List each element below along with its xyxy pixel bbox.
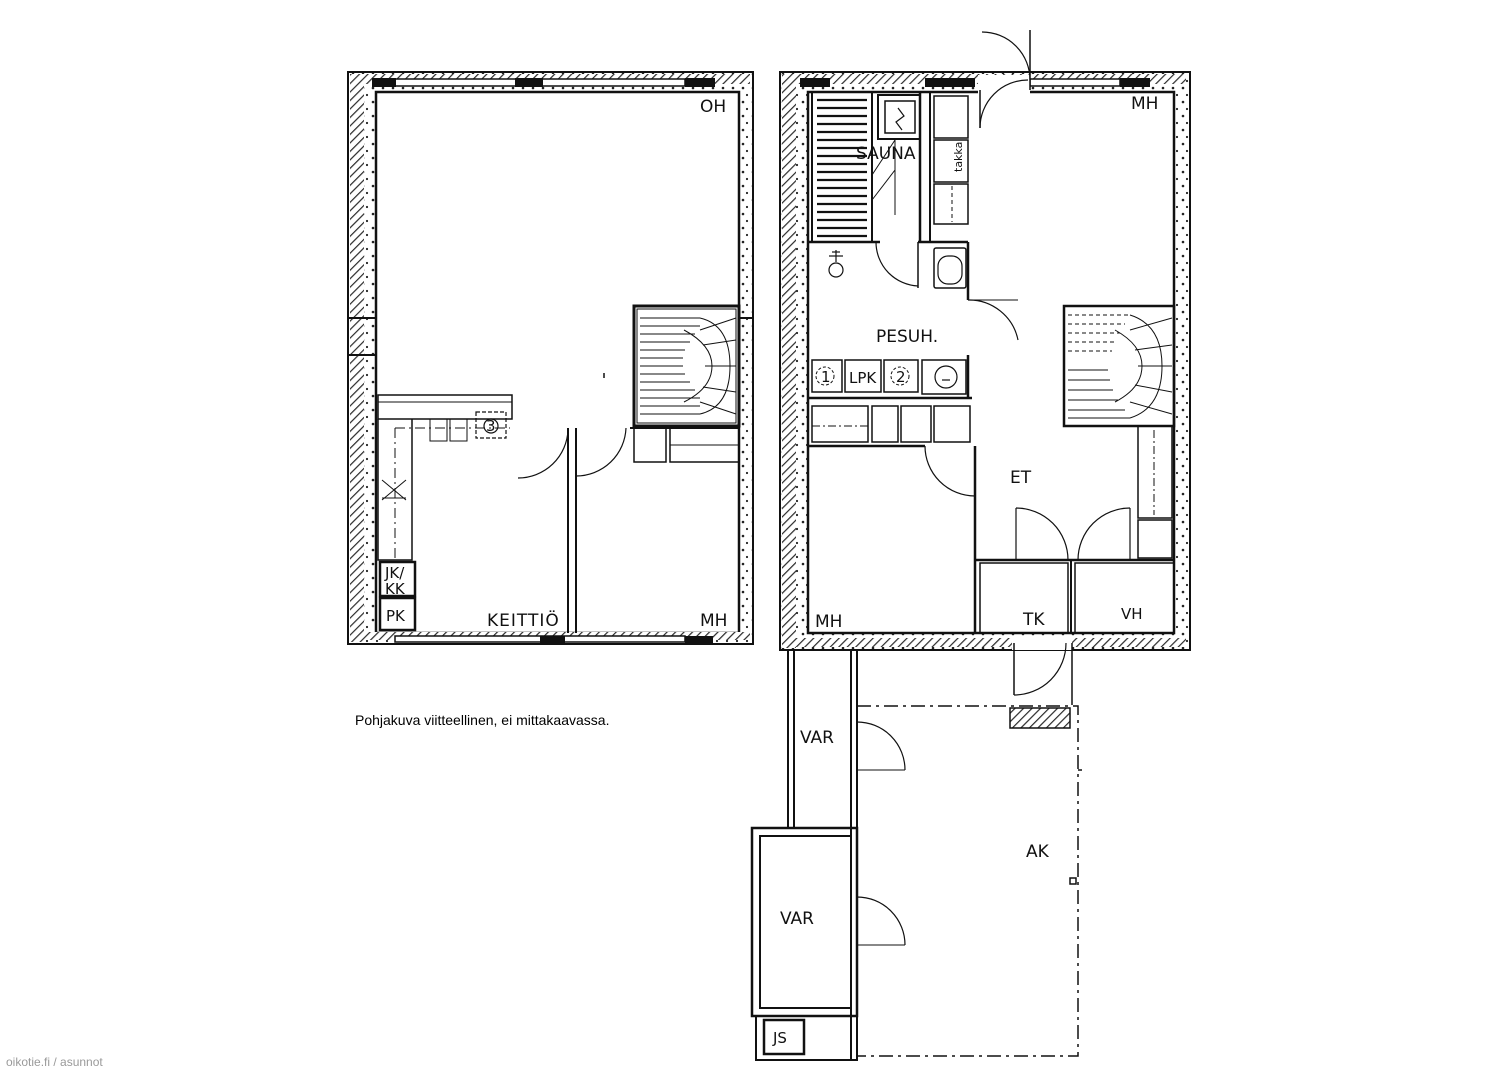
appliance-label-3: 3: [486, 417, 496, 435]
room-label-mh-left: MH: [700, 611, 727, 631]
disclaimer-note: Pohjakuva viitteellinen, ei mittakaavass…: [355, 712, 610, 728]
appliance-label-2: 2: [896, 368, 906, 386]
room-label-tk: TK: [1022, 610, 1045, 630]
room-label-kk: KK: [385, 580, 406, 598]
room-label-vh: VH: [1121, 605, 1143, 623]
entrance-floor-plan: [779, 30, 1191, 729]
room-label-mh-bottom-right: MH: [815, 612, 842, 632]
room-label-mh-top-right: MH: [1131, 94, 1158, 114]
room-label-pesuh: PESUH.: [876, 327, 938, 347]
watermark: oikotie.fi / asunnot: [6, 1055, 103, 1069]
upper-floor-plan: [347, 71, 754, 645]
room-label-oh: OH: [700, 97, 726, 117]
room-label-takka: takka: [952, 142, 965, 172]
room-label-ak: AK: [1026, 842, 1050, 862]
outbuilding-plan: [750, 650, 1082, 1061]
appliance-label-lpk: LPK: [849, 369, 877, 387]
room-label-var-bottom: VAR: [780, 909, 814, 929]
room-label-var-top: VAR: [800, 728, 834, 748]
room-label-pk: PK: [386, 607, 406, 625]
room-label-keittio: KEITTIÖ: [487, 609, 560, 631]
room-label-et: ET: [1010, 468, 1032, 488]
room-label-jk: JK/: [384, 564, 405, 582]
room-label-js: JS: [772, 1029, 787, 1047]
room-label-sauna: SAUNA: [856, 144, 916, 164]
appliance-label-1: 1: [821, 368, 831, 386]
